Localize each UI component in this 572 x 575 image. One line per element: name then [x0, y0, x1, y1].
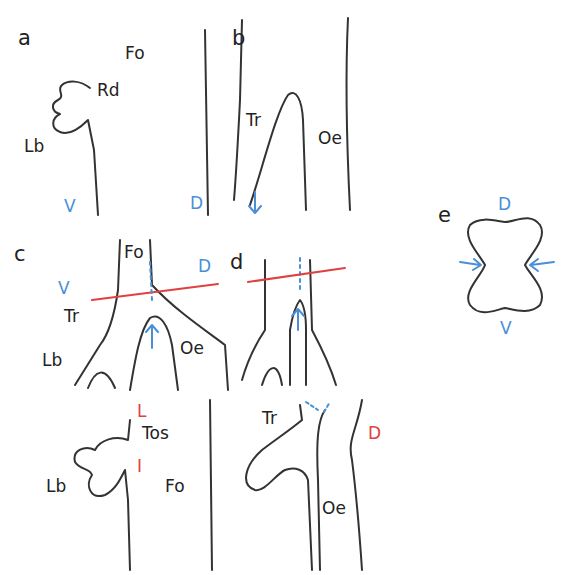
axis-label: I: [137, 458, 142, 475]
part-name: Fo: [125, 45, 145, 62]
axis-label: V: [64, 198, 76, 215]
part-name: Fo: [124, 244, 144, 261]
axis-label: D: [190, 195, 203, 212]
part-name: Lb: [42, 352, 62, 369]
part-name: Lb: [46, 478, 66, 495]
axis-label: D: [198, 258, 211, 275]
part-name: Rd: [97, 82, 120, 99]
panel-letter: c: [14, 244, 26, 265]
axis-label: D: [368, 425, 381, 442]
part-name: Tr: [64, 308, 79, 325]
panel-letter: a: [18, 28, 31, 49]
part-name: Tr: [262, 410, 277, 427]
axis-label: V: [500, 320, 512, 337]
axis-label: D: [498, 196, 511, 213]
panel-letter: d: [230, 252, 243, 273]
part-name: Lb: [24, 138, 44, 155]
part-name: Tr: [246, 112, 261, 129]
part-name: Fo: [165, 478, 185, 495]
part-name: Oe: [180, 340, 204, 357]
axis-label: V: [58, 280, 70, 297]
panel-letter: b: [232, 28, 245, 49]
panel-letter: e: [438, 205, 451, 226]
axis-label: L: [137, 403, 146, 420]
part-name: Tos: [142, 425, 169, 442]
part-name: Oe: [318, 130, 342, 147]
part-name: Oe: [322, 500, 346, 517]
